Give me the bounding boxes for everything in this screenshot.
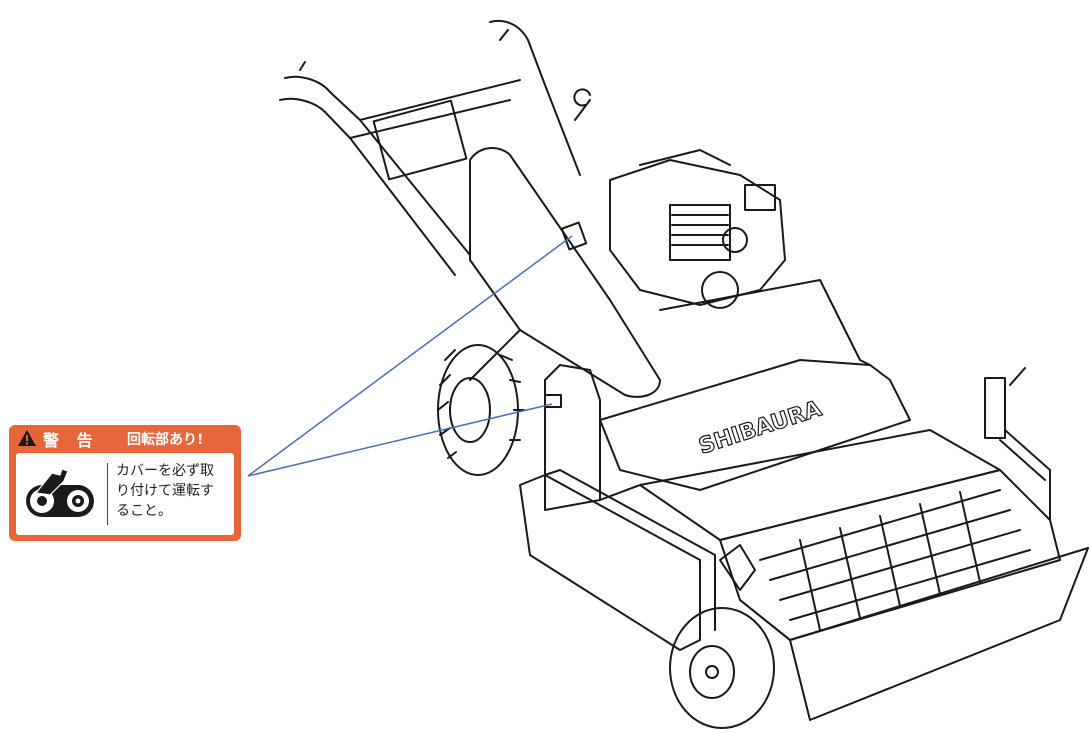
instruction-line: ること。	[116, 503, 172, 519]
hazard-text: 回転部あり!	[127, 432, 204, 448]
brand-marking: SHIBAURA	[696, 397, 825, 460]
label-divider	[107, 463, 108, 525]
warning-triangle-icon	[18, 430, 36, 446]
adjustment-bracket	[719, 367, 1051, 591]
mesh-hopper	[719, 469, 1089, 721]
instruction-line: カバーを必ず取	[116, 463, 214, 479]
signal-word: 警 告	[43, 431, 99, 450]
leader-line-lower	[247, 403, 553, 477]
warning-label: 警 告 回転部あり! カバーを必ず取 り付けて運転す ること。	[9, 425, 241, 541]
main-housing	[544, 279, 1001, 541]
engine	[609, 149, 786, 309]
instruction-line: り付けて運転す	[116, 483, 214, 499]
drive-wheel	[437, 344, 525, 476]
leader-line-upper	[247, 235, 573, 477]
front-frame	[519, 469, 716, 651]
belt-pulley-hand-icon	[26, 468, 94, 517]
label-body: カバーを必ず取 り付けて運転す ること。	[16, 453, 234, 535]
belt-cover	[469, 147, 661, 398]
handlebar	[279, 20, 591, 276]
instruction-text: カバーを必ず取 り付けて運転す ること。	[116, 461, 232, 521]
front-caster-wheel	[669, 607, 775, 729]
leader-lines	[247, 235, 573, 477]
